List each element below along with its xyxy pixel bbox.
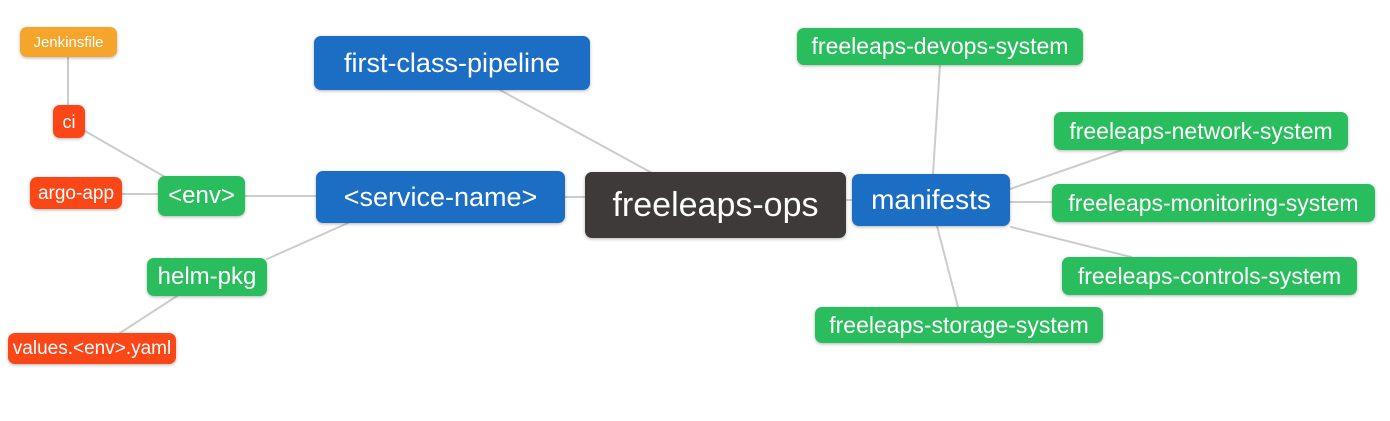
edge-ci--env [84,130,166,178]
edge-first-class-pipeline--freeleaps-ops [499,89,653,174]
edge-manifests--freeleaps-controls-system [1010,226,1132,258]
node-label: <service-name> [343,181,538,212]
node-label: first-class-pipeline [343,47,561,78]
node-freeleaps-devops-system[interactable]: freeleaps-devops-system [797,28,1083,65]
edge-manifests--freeleaps-storage-system [936,225,959,308]
node-service-name[interactable]: <service-name> [316,171,565,223]
edge-helm-pkg--service-name [266,222,349,260]
node-label: <env> [168,182,235,209]
node-env[interactable]: <env> [158,176,245,216]
node-label: freeleaps-monitoring-system [1068,189,1359,216]
node-freeleaps-monitoring-system[interactable]: freeleaps-monitoring-system [1052,184,1375,222]
node-label: freeleaps-controls-system [1077,262,1342,289]
node-label: Jenkinsfile [33,33,104,51]
node-label: manifests [871,184,991,215]
node-label: ci [62,111,76,132]
edge-manifests--freeleaps-network-system [1009,149,1123,190]
node-argo-app[interactable]: argo-app [30,177,122,209]
node-manifests[interactable]: manifests [852,174,1010,226]
edge-values-env-yaml--helm-pkg [119,295,178,334]
node-freeleaps-ops[interactable]: freeleaps-ops [585,172,846,238]
node-jenkinsfile[interactable]: Jenkinsfile [20,27,117,57]
node-ci[interactable]: ci [53,105,85,138]
edge-manifests--freeleaps-devops-system [932,64,941,175]
node-first-class-pipeline[interactable]: first-class-pipeline [314,36,590,90]
node-label: argo-app [37,182,115,204]
node-label: values.<env>.yaml [12,338,172,359]
node-freeleaps-storage-system[interactable]: freeleaps-storage-system [815,307,1103,343]
node-label: freeleaps-devops-system [811,33,1069,59]
node-freeleaps-controls-system[interactable]: freeleaps-controls-system [1062,257,1357,295]
node-helm-pkg[interactable]: helm-pkg [147,258,267,296]
node-freeleaps-network-system[interactable]: freeleaps-network-system [1054,112,1348,150]
node-label: freeleaps-ops [612,186,819,224]
node-label: freeleaps-network-system [1069,117,1333,144]
node-label: freeleaps-storage-system [829,311,1089,338]
node-values-env-yaml[interactable]: values.<env>.yaml [8,333,176,364]
node-label: helm-pkg [157,263,257,290]
